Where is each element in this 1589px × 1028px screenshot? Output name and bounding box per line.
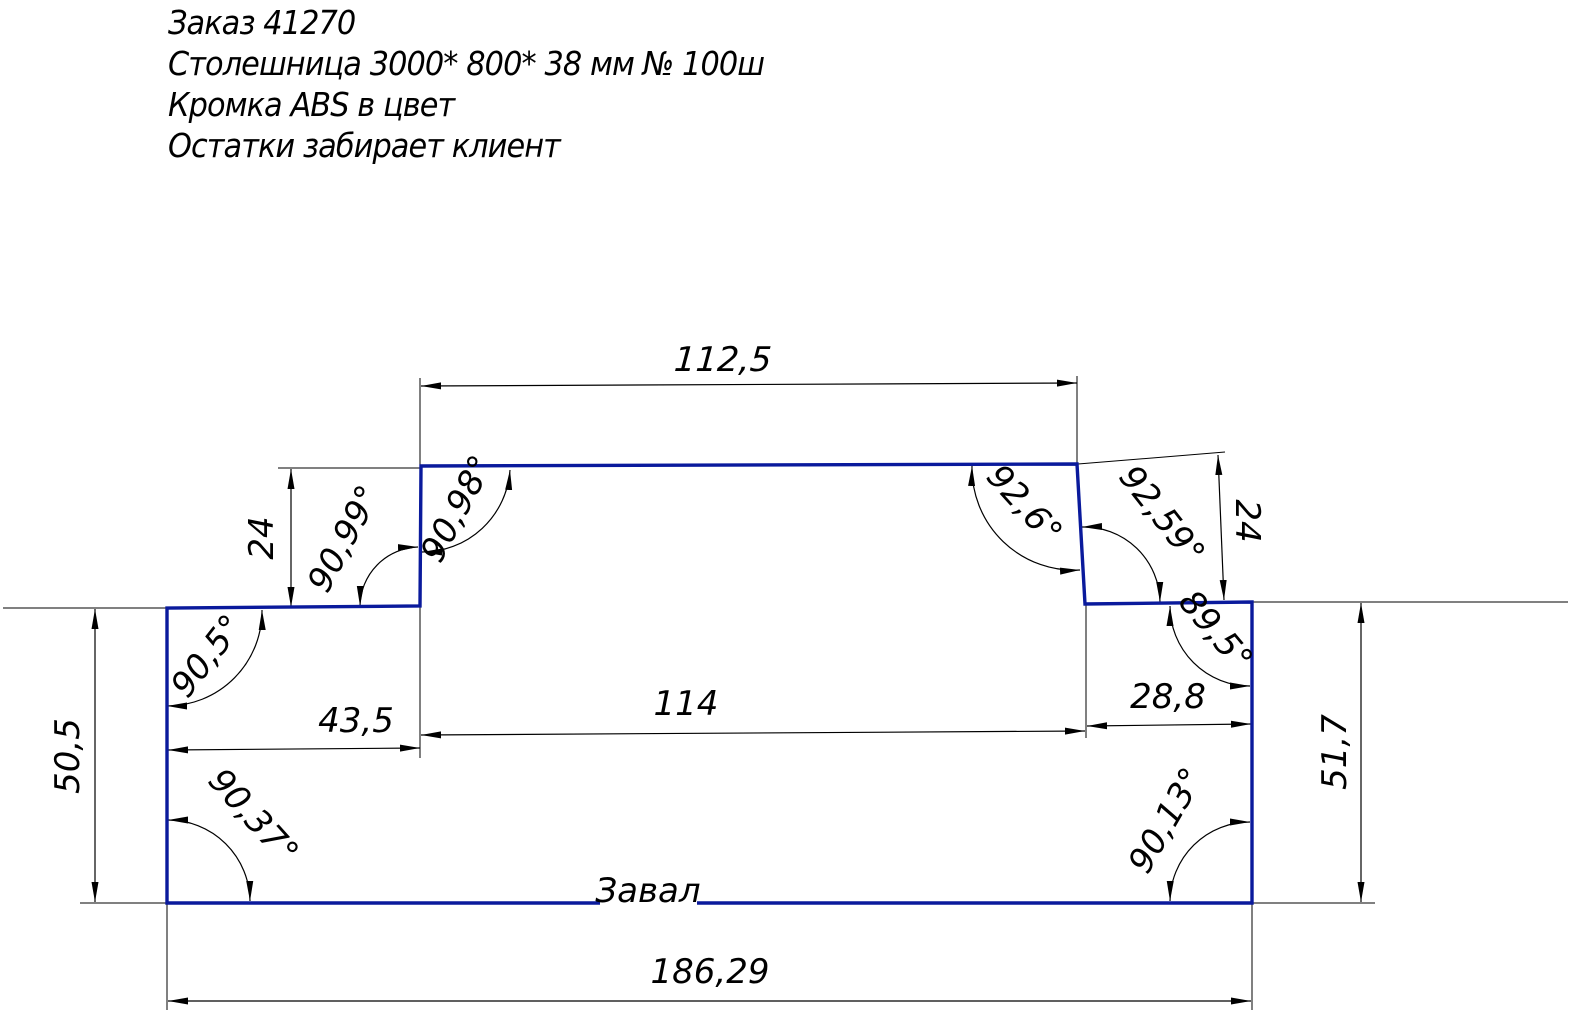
angle-left-corner-top-label: 90,5°: [163, 607, 252, 705]
dim-middle-label: 114: [654, 684, 719, 724]
angle-right-step-inner-label: 92,6°: [978, 457, 1070, 553]
dim-line-top-width: [420, 379, 1078, 390]
dim-right-shelf-label: 28,8: [1130, 677, 1206, 717]
arc-right-step-outer: [1081, 522, 1164, 603]
arc-right-step-inner: [968, 465, 1081, 575]
note-order-number: Заказ 41270: [168, 3, 356, 42]
dim-line-left-shelf: [167, 744, 421, 754]
arc-right-corner-top: [1166, 605, 1251, 690]
dim-line-right-step-height: [1215, 454, 1227, 601]
note-leftovers: Остатки забирает клиент: [168, 126, 561, 165]
dim-left-step-height-label: 24: [242, 516, 282, 559]
arc-left-corner-top: [166, 609, 266, 710]
arc-left-corner-bottom: [167, 816, 254, 902]
dim-right-step-height-label: 24: [1227, 499, 1267, 542]
note-edge-banding: Кромка ABS в цвет: [168, 85, 455, 124]
dim-left-shelf-label: 43,5: [318, 701, 394, 741]
angle-left-step-outer-label: 90,99°: [300, 479, 389, 599]
dim-top-width-label: 112,5: [673, 340, 773, 380]
angle-right-corner-top-label: 89,5°: [1170, 583, 1260, 680]
angle-right-step-outer-label: 92,59°: [1111, 458, 1213, 573]
dimension-labels: 112,5 24 24 50,5 51,7 43,5 114 28,8 186,…: [48, 340, 1355, 992]
arc-left-step-outer: [356, 544, 419, 607]
order-notes: Заказ 41270 Столешница 3000* 800* 38 мм …: [168, 2, 816, 166]
arc-right-corner-bottom: [1166, 818, 1251, 902]
extension-lines: [3, 376, 1568, 1010]
dim-right-height-label: 51,7: [1315, 714, 1355, 790]
arc-left-step-inner: [421, 469, 513, 556]
countertop-outline: [165, 462, 1254, 905]
dim-line-right-shelf: [1086, 720, 1252, 730]
angle-labels: 90,99° 90,98° 92,6° 92,59° 89,5° 90,5° 9…: [163, 449, 1261, 880]
angle-right-corner-bottom-label: 90,13°: [1121, 761, 1213, 880]
dimension-lines: [91, 379, 1365, 1005]
note-countertop-spec: Столешница 3000* 800* 38 мм № 100ш: [168, 44, 765, 83]
edge-label-zaval: Завал: [595, 871, 700, 911]
angle-arcs: [166, 465, 1251, 902]
dim-left-height-label: 50,5: [48, 718, 88, 794]
angle-left-corner-bottom-label: 90,37°: [200, 761, 306, 873]
dim-total-width-label: 186,29: [651, 952, 770, 992]
dim-line-middle: [420, 727, 1086, 739]
